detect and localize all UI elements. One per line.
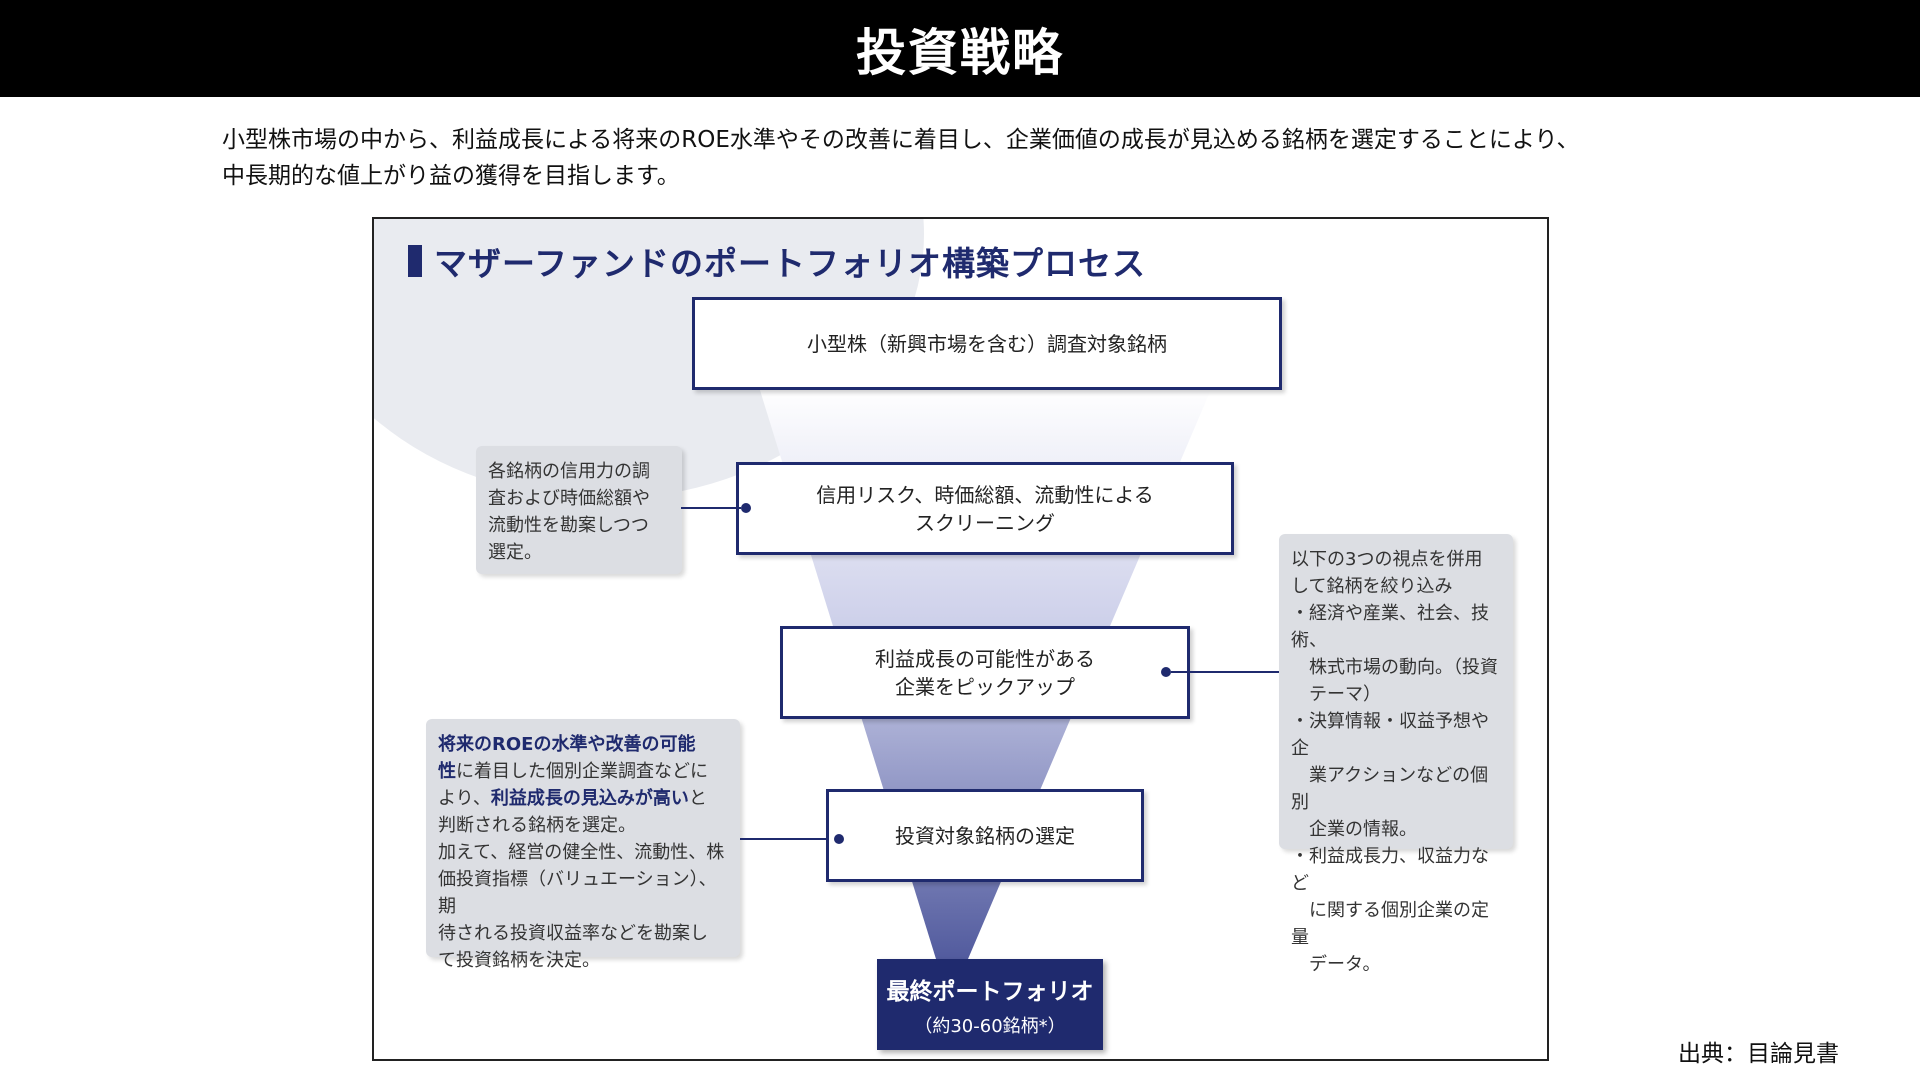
- stage-label: 利益成長の可能性がある: [875, 646, 1095, 671]
- stage-label: スクリーニング: [915, 510, 1055, 535]
- connector-dot: [1161, 667, 1171, 677]
- note-line: 流動性を勘案しつつ: [488, 515, 649, 536]
- note-line: に関する個別企業の定量: [1291, 900, 1489, 948]
- note-line: 将来のROEの水準や改善の可能: [438, 731, 728, 758]
- connector-selection: [740, 838, 826, 840]
- note-selection-criteria: 将来のROEの水準や改善の可能 性に着目した個別企業調査などに より、利益成長の…: [426, 719, 740, 971]
- note-text: に着目した個別企業調査などに: [456, 761, 708, 782]
- page-title: 投資戦略: [856, 23, 1064, 82]
- note-line: して銘柄を絞り込み: [1291, 576, 1453, 597]
- connector-dot: [834, 834, 844, 844]
- intro-line: 中長期的な値上がり益の獲得を目指します。: [222, 163, 680, 189]
- note-line: ・経済や産業、社会、技術、: [1291, 603, 1489, 651]
- note-line: 企業の情報。: [1291, 819, 1417, 840]
- connector-dot: [741, 503, 751, 513]
- diagram-heading: マザーファンドのポートフォリオ構築プロセス: [408, 237, 1146, 285]
- note-line: 各銘柄の信用力の調: [488, 461, 650, 482]
- highlight-text: 将来のROEの水準や改善の可能: [438, 734, 696, 755]
- connector-viewpoints: [1171, 671, 1279, 673]
- note-line: 性に着目した個別企業調査などに: [438, 758, 728, 785]
- stage-selection: 投資対象銘柄の選定: [826, 789, 1144, 882]
- note-line: ・決算情報・収益予想や企: [1291, 711, 1489, 759]
- note-credit-check: 各銘柄の信用力の調 査および時価総額や 流動性を勘案しつつ 選定。: [476, 446, 682, 574]
- note-line: 業アクションなどの個別: [1291, 765, 1489, 813]
- note-text: と: [688, 788, 707, 809]
- note-line: 査および時価総額や: [488, 488, 650, 509]
- intro-line: 小型株市場の中から、利益成長による将来のROE水準やその改善に着目し、企業価値の…: [222, 127, 1580, 153]
- note-line: て投資銘柄を決定。: [438, 950, 600, 971]
- final-portfolio-subtitle: （約30-60銘柄*）: [914, 1015, 1066, 1037]
- stage-label: 小型株（新興市場を含む）調査対象銘柄: [807, 331, 1167, 356]
- note-line: 価投資指標（バリュエーション）、期: [438, 869, 717, 917]
- diagram-heading-text: マザーファンドのポートフォリオ構築プロセス: [434, 244, 1147, 283]
- final-portfolio-title: 最終ポートフォリオ: [886, 978, 1094, 1005]
- note-line: 待される投資収益率などを勘案し: [438, 923, 708, 944]
- diagram-frame: マザーファンドのポートフォリオ構築プロセス 小型株（新興市場を含む）調査対象銘柄…: [372, 217, 1549, 1061]
- highlight-text: 性: [438, 761, 456, 782]
- heading-accent-bar: [408, 245, 422, 277]
- note-line: 以下の3つの視点を併用: [1291, 549, 1483, 570]
- note-line: データ。: [1291, 954, 1381, 975]
- intro-text: 小型株市場の中から、利益成長による将来のROE水準やその改善に着目し、企業価値の…: [222, 122, 1782, 194]
- stage-label: 信用リスク、時価総額、流動性による: [816, 482, 1154, 507]
- note-line: 加えて、経営の健全性、流動性、株: [438, 842, 725, 863]
- note-line: 判断される銘柄を選定。: [438, 815, 636, 836]
- note-viewpoints: 以下の3つの視点を併用 して銘柄を絞り込み ・経済や産業、社会、技術、 株式市場…: [1279, 534, 1513, 975]
- title-bar: 投資戦略: [0, 0, 1920, 97]
- note-line: 選定。: [488, 542, 542, 563]
- note-line: より、利益成長の見込みが高いと: [438, 785, 728, 812]
- stage-screening: 信用リスク、時価総額、流動性による スクリーニング: [736, 462, 1234, 555]
- source-note: 出典：目論見書: [1678, 1041, 1839, 1067]
- stage-survey-universe: 小型株（新興市場を含む）調査対象銘柄: [692, 297, 1282, 390]
- final-portfolio: 最終ポートフォリオ （約30-60銘柄*）: [877, 959, 1103, 1050]
- note-line: ・利益成長力、収益力など: [1291, 846, 1489, 894]
- note-text: より、: [438, 788, 491, 809]
- connector-credit: [681, 507, 741, 509]
- note-line: テーマ）: [1291, 684, 1381, 705]
- note-line: 株式市場の動向。（投資: [1291, 657, 1498, 678]
- stage-pickup: 利益成長の可能性がある 企業をピックアップ: [780, 626, 1190, 719]
- highlight-text: 利益成長の見込みが高い: [490, 788, 689, 809]
- stage-label: 投資対象銘柄の選定: [895, 823, 1075, 848]
- stage-label: 企業をピックアップ: [895, 674, 1075, 699]
